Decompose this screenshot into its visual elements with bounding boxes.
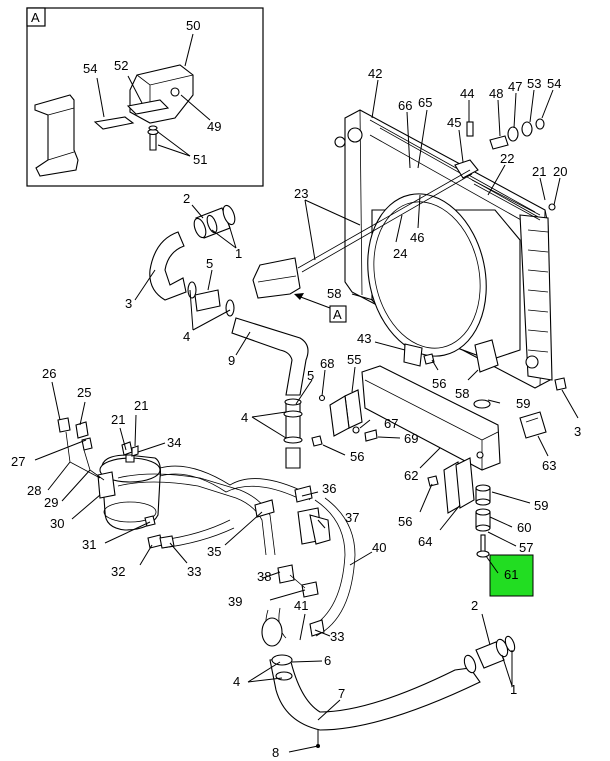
callout-9: 9: [228, 353, 235, 368]
callout-64: 64: [418, 534, 432, 549]
callout-56-top: 56: [432, 376, 446, 391]
callout-48: 48: [489, 86, 503, 101]
callout-39: 39: [228, 594, 242, 609]
callout-3-right: 3: [574, 424, 581, 439]
callout-23: 23: [294, 186, 308, 201]
radiator-assembly: [252, 109, 556, 389]
callout-60: 60: [517, 520, 531, 535]
callout-6: 6: [324, 653, 331, 668]
callout-59-bottom: 59: [534, 498, 548, 513]
detail-box-label: A: [31, 10, 40, 25]
callout-33-upper: 33: [187, 564, 201, 579]
callout-21-radiator: 21: [532, 164, 546, 179]
lower-hose-leaders: [169, 491, 513, 753]
callout-20: 20: [553, 164, 567, 179]
crossmember-leaders: [322, 341, 579, 547]
callout-21-mid: 21: [111, 412, 125, 427]
callout-3-left: 3: [125, 296, 132, 311]
callout-54-right: 54: [547, 76, 561, 91]
callout-58-top: 58: [327, 286, 341, 301]
callout-46: 46: [410, 230, 424, 245]
callout-27: 27: [11, 454, 25, 469]
callout-1-top: 1: [235, 246, 242, 261]
callout-22: 22: [500, 151, 514, 166]
detail-view-a: A 50 54 52 49 51: [26, 7, 264, 187]
callout-2-top: 2: [183, 191, 190, 206]
callout-52: 52: [114, 58, 128, 73]
callout-54: 54: [83, 61, 97, 76]
reservoir-assembly: [57, 417, 163, 549]
callout-5-top: 5: [206, 256, 213, 271]
callout-37: 37: [345, 510, 359, 525]
callout-58-bottom: 58: [455, 386, 469, 401]
callout-55: 55: [347, 352, 361, 367]
callout-25: 25: [77, 385, 91, 400]
callout-42: 42: [368, 66, 382, 81]
callout-34: 34: [167, 435, 181, 450]
callout-21-top: 21: [134, 398, 148, 413]
callout-45: 45: [447, 115, 461, 130]
callout-8: 8: [272, 745, 279, 760]
callout-47: 47: [508, 79, 522, 94]
highlight-label: 61: [504, 567, 518, 582]
callout-26: 26: [42, 366, 56, 381]
callout-28: 28: [27, 483, 41, 498]
radiator-leaders: [304, 79, 561, 381]
upper-hoses: [149, 204, 326, 469]
callout-43: 43: [357, 331, 371, 346]
callout-4-bottom: 4: [233, 674, 240, 689]
callout-63: 63: [542, 458, 556, 473]
callout-numbers: 42 66 65 44 48 47 53 54 45 22 21 20 2 1 …: [11, 66, 581, 760]
callout-51: 51: [193, 152, 207, 167]
reservoir-leaders: [34, 381, 166, 566]
callout-50: 50: [186, 18, 200, 33]
callout-49: 49: [207, 119, 221, 134]
callout-38: 38: [257, 569, 271, 584]
callout-29: 29: [44, 495, 58, 510]
callout-59-top: 59: [516, 396, 530, 411]
crossmember-assembly: [311, 343, 567, 558]
callout-44: 44: [460, 86, 474, 101]
callout-65: 65: [418, 95, 432, 110]
callout-56-bottom: 56: [398, 514, 412, 529]
callout-5-mid: 5: [307, 368, 314, 383]
callout-2-bottom: 2: [471, 598, 478, 613]
callout-32: 32: [111, 564, 125, 579]
callout-57: 57: [519, 540, 533, 555]
callout-33-lower: 33: [330, 629, 344, 644]
view-a-label: A: [333, 307, 342, 322]
callout-40: 40: [372, 540, 386, 555]
callout-66: 66: [398, 98, 412, 113]
callout-53: 53: [527, 76, 541, 91]
callout-24: 24: [393, 246, 407, 261]
callout-4-top: 4: [183, 329, 190, 344]
callout-36: 36: [322, 481, 336, 496]
callout-68: 68: [320, 356, 334, 371]
callout-31: 31: [82, 537, 96, 552]
callout-35: 35: [207, 544, 221, 559]
callout-69: 69: [404, 431, 418, 446]
callout-1-bottom: 1: [510, 682, 517, 697]
lower-hoses: [117, 465, 516, 731]
callout-62: 62: [404, 468, 418, 483]
callout-4-mid: 4: [241, 410, 248, 425]
upper-hose-leaders: [134, 204, 326, 439]
highlighted-part-61[interactable]: 61: [485, 554, 534, 597]
view-a-reference: A: [294, 293, 347, 323]
callout-30: 30: [50, 516, 64, 531]
callout-56-mid: 56: [350, 449, 364, 464]
callout-7: 7: [338, 686, 345, 701]
callout-67: 67: [384, 416, 398, 431]
callout-41: 41: [294, 598, 308, 613]
